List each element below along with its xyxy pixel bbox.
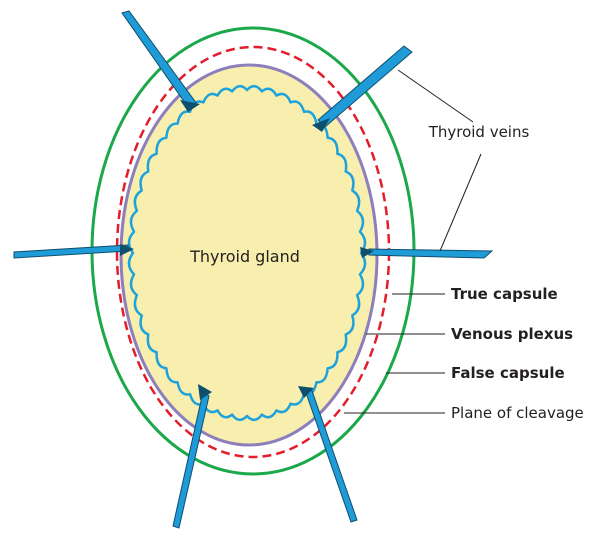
plane-of-cleavage-label: Plane of cleavage <box>451 404 584 422</box>
true-capsule-label: True capsule <box>451 285 558 303</box>
vein-left <box>14 245 128 258</box>
false-capsule-label: False capsule <box>451 364 565 382</box>
thyroid-gland-label: Thyroid gland <box>189 247 300 266</box>
venous-plexus-label: Venous plexus <box>451 325 573 343</box>
vein-right <box>369 249 492 258</box>
thyroid-veins-label: Thyroid veins <box>428 123 530 141</box>
vein-bottom-right <box>305 388 357 522</box>
vein-top-left <box>122 11 197 110</box>
